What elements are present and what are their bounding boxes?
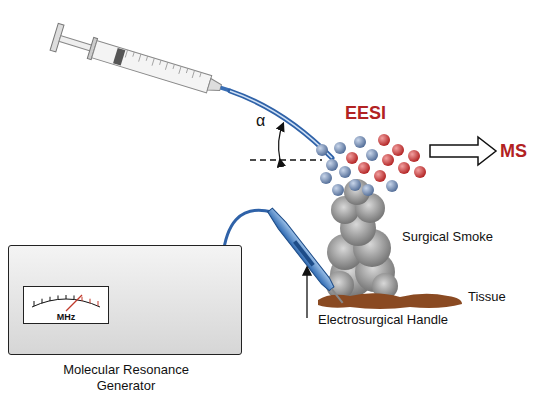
tube-core bbox=[230, 91, 332, 158]
angle-arc bbox=[279, 124, 283, 160]
angle-label: α bbox=[256, 112, 265, 130]
meter: MHz bbox=[23, 286, 109, 324]
detector-label: MS bbox=[500, 141, 527, 162]
unit-label: MHz bbox=[24, 312, 108, 322]
leader-arrow bbox=[306, 268, 307, 318]
ion-cluster bbox=[316, 134, 426, 196]
smoke-cloud bbox=[326, 179, 398, 299]
reference-line bbox=[250, 159, 322, 161]
device-label: Molecular Resonance Generator bbox=[9, 362, 243, 394]
electrosurgical-handle bbox=[266, 207, 347, 306]
smoke-label: Surgical Smoke bbox=[402, 229, 493, 244]
tissue-label: Tissue bbox=[468, 289, 506, 304]
tube bbox=[230, 91, 332, 158]
tissue bbox=[318, 293, 462, 309]
handle-label: Electrosurgical Handle bbox=[318, 312, 448, 327]
technique-label: EESI bbox=[345, 103, 386, 124]
generator-box: Molecular Resonance GeneratorMHz bbox=[8, 245, 242, 355]
syringe bbox=[50, 23, 234, 104]
ms-arrow bbox=[430, 137, 496, 165]
